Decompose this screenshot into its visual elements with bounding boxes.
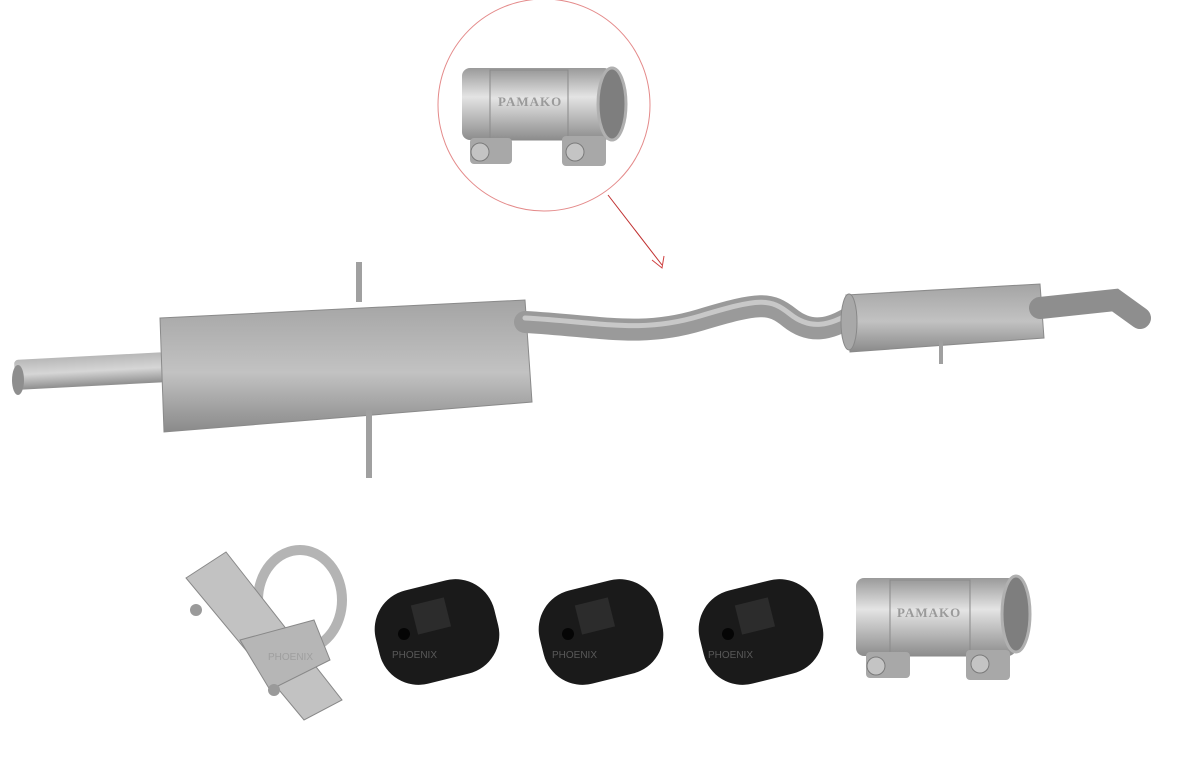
rear-muffler xyxy=(840,283,1045,364)
callout-circle xyxy=(437,0,665,269)
hanger-watermark: PHOENIX xyxy=(708,650,754,661)
rubber-hanger xyxy=(538,579,664,685)
hanger-watermark: PHOENIX xyxy=(392,650,438,661)
rubber-hanger xyxy=(698,579,824,685)
tailpipe xyxy=(1029,288,1151,329)
pipe-connector xyxy=(856,574,1032,680)
rubber-hanger xyxy=(374,579,500,685)
hanger-watermark: PHOENIX xyxy=(552,650,598,661)
front-muffler xyxy=(12,262,533,478)
callout-pipe-connector xyxy=(462,66,628,166)
middle-pipe xyxy=(514,295,863,341)
connector-brand-text: PAMAKO xyxy=(897,605,962,620)
callout-brand-text: PAMAKO xyxy=(498,94,563,109)
clamp-watermark: PHOENIX xyxy=(268,652,314,663)
u-bolt-clamp xyxy=(185,545,347,721)
